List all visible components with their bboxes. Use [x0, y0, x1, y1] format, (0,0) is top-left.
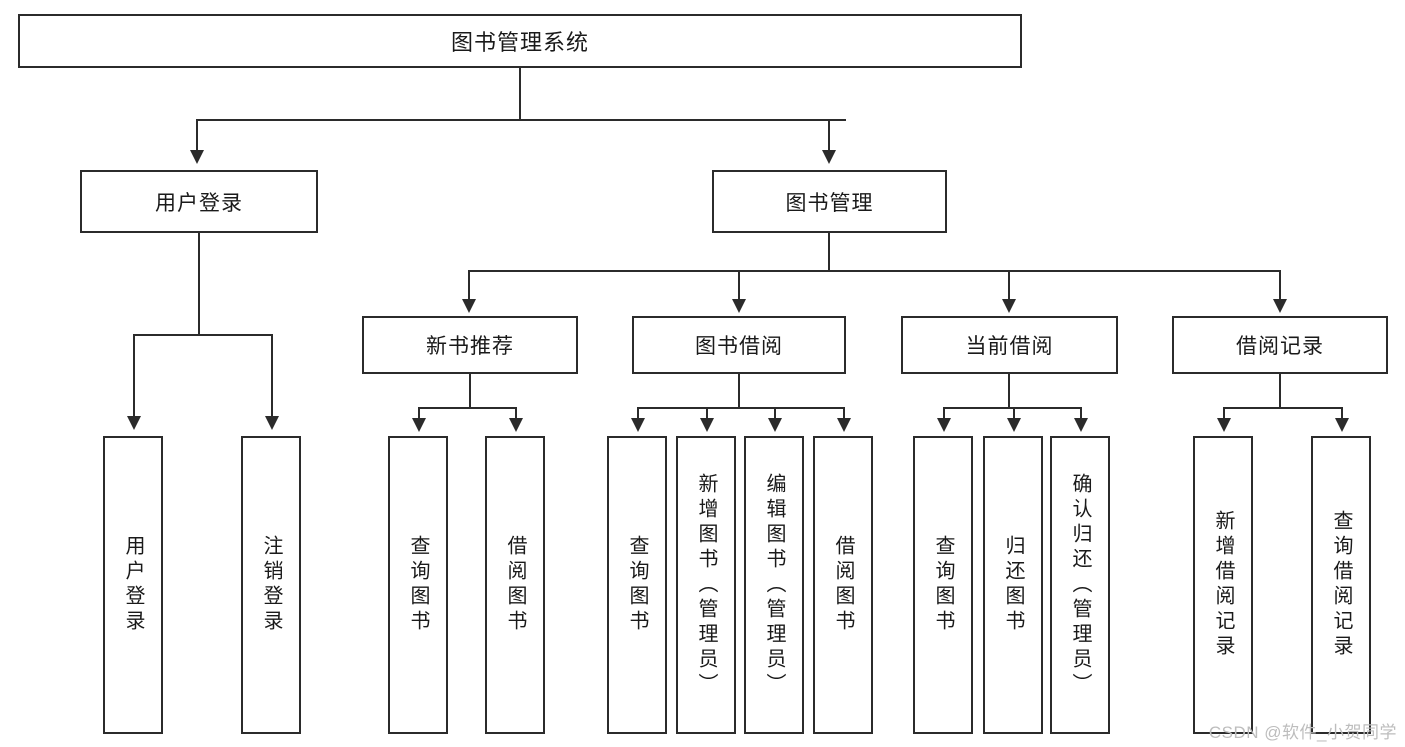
node-borrow-record[interactable]: 借阅记录: [1172, 316, 1388, 374]
leaf-query-borrow-record[interactable]: 查询借阅记录: [1311, 436, 1371, 734]
node-root-book-management-system[interactable]: 图书管理系统: [18, 14, 1022, 68]
node-current-borrow[interactable]: 当前借阅: [901, 316, 1118, 374]
arrow-book-manage-to-current-borrow-icon: [1002, 299, 1016, 313]
arrow-new-book-rec-to-leaf-2-icon: [509, 418, 523, 432]
leaf-confirm-return-admin[interactable]: 确认归还（管理员）: [1050, 436, 1110, 734]
connector-root-bar: [196, 119, 846, 121]
connector-book-borrow-stem: [738, 374, 740, 408]
connector-new-book-rec-to-leaf-2: [515, 407, 517, 421]
connector-user-login-to-leaf-2: [271, 334, 273, 419]
arrow-root-to-book-manage-icon: [822, 150, 836, 164]
node-new-book-recommend[interactable]: 新书推荐: [362, 316, 578, 374]
leaf-edit-book-admin[interactable]: 编辑图书（管理员）: [744, 436, 804, 734]
node-label: 用户登录: [155, 191, 243, 215]
node-label: 借阅图书: [832, 535, 854, 635]
arrow-book-borrow-to-leaf-2-icon: [700, 418, 714, 432]
node-label: 查询图书: [407, 535, 429, 635]
connector-borrow-record-stem: [1279, 374, 1281, 408]
leaf-query-book-current[interactable]: 查询图书: [913, 436, 973, 734]
arrow-borrow-record-to-leaf-2-icon: [1335, 418, 1349, 432]
connector-book-borrow-to-leaf-2: [706, 407, 708, 421]
arrow-book-borrow-to-leaf-3-icon: [768, 418, 782, 432]
leaf-query-book-borrow[interactable]: 查询图书: [607, 436, 667, 734]
node-user-login[interactable]: 用户登录: [80, 170, 318, 233]
leaf-query-book-recommend[interactable]: 查询图书: [388, 436, 448, 734]
leaf-user-logout[interactable]: 注销登录: [241, 436, 301, 734]
connector-book-manage-to-current-borrow: [1008, 270, 1010, 302]
arrow-book-borrow-to-leaf-4-icon: [837, 418, 851, 432]
arrow-current-borrow-to-leaf-3-icon: [1074, 418, 1088, 432]
node-label: 确认归还（管理员）: [1069, 472, 1091, 698]
arrow-book-manage-to-new-book-rec-icon: [462, 299, 476, 313]
leaf-return-book[interactable]: 归还图书: [983, 436, 1043, 734]
connector-new-book-rec-bar: [418, 407, 516, 409]
node-label: 用户登录: [122, 535, 144, 635]
node-label: 查询图书: [626, 535, 648, 635]
connector-root-to-book-manage: [828, 119, 830, 154]
connector-current-borrow-to-leaf-1: [943, 407, 945, 421]
connector-book-manage-to-book-borrow: [738, 270, 740, 302]
connector-borrow-record-to-leaf-1: [1223, 407, 1225, 421]
connector-new-book-rec-to-leaf-1: [418, 407, 420, 421]
connector-book-manage-stem: [828, 233, 830, 271]
node-book-management[interactable]: 图书管理: [712, 170, 947, 233]
connector-current-borrow-bar: [943, 407, 1081, 409]
connector-book-manage-to-new-book-rec: [468, 270, 470, 302]
connector-current-borrow-stem: [1008, 374, 1010, 408]
connector-current-borrow-to-leaf-3: [1080, 407, 1082, 421]
connector-book-borrow-to-leaf-1: [637, 407, 639, 421]
leaf-borrow-book[interactable]: 借阅图书: [813, 436, 873, 734]
leaf-borrow-book-recommend[interactable]: 借阅图书: [485, 436, 545, 734]
arrow-user-login-to-leaf-1-icon: [127, 416, 141, 430]
arrow-current-borrow-to-leaf-1-icon: [937, 418, 951, 432]
node-label: 借阅图书: [504, 535, 526, 635]
arrow-book-manage-to-borrow-record-icon: [1273, 299, 1287, 313]
connector-user-login-stem: [198, 233, 200, 335]
arrow-new-book-rec-to-leaf-1-icon: [412, 418, 426, 432]
leaf-add-book-admin[interactable]: 新增图书（管理员）: [676, 436, 736, 734]
connector-current-borrow-to-leaf-2: [1013, 407, 1015, 421]
connector-new-book-rec-stem: [469, 374, 471, 408]
connector-book-borrow-to-leaf-4: [843, 407, 845, 421]
node-label: 新书推荐: [426, 335, 514, 358]
node-label: 编辑图书（管理员）: [763, 472, 785, 698]
connector-book-manage-to-borrow-record: [1279, 270, 1281, 302]
arrow-current-borrow-to-leaf-2-icon: [1007, 418, 1021, 432]
arrow-root-to-user-login-icon: [190, 150, 204, 164]
node-label: 借阅记录: [1236, 335, 1324, 358]
node-label: 图书借阅: [695, 335, 783, 358]
node-label: 查询借阅记录: [1330, 510, 1352, 660]
connector-root-to-user-login: [196, 119, 198, 154]
connector-book-manage-bar: [468, 270, 1280, 272]
arrow-user-login-to-leaf-2-icon: [265, 416, 279, 430]
leaf-user-login[interactable]: 用户登录: [103, 436, 163, 734]
node-label: 新增借阅记录: [1212, 510, 1234, 660]
node-label: 图书管理系统: [450, 30, 589, 55]
node-label: 新增图书（管理员）: [695, 472, 717, 698]
arrow-borrow-record-to-leaf-1-icon: [1217, 418, 1231, 432]
node-label: 查询图书: [932, 535, 954, 635]
arrow-book-manage-to-book-borrow-icon: [732, 299, 746, 313]
connector-book-borrow-to-leaf-3: [774, 407, 776, 421]
connector-user-login-to-leaf-1: [133, 334, 135, 419]
node-label: 当前借阅: [965, 335, 1054, 358]
node-label: 归还图书: [1002, 535, 1024, 635]
leaf-add-borrow-record[interactable]: 新增借阅记录: [1193, 436, 1253, 734]
connector-root-stem: [519, 68, 521, 120]
connector-borrow-record-bar: [1223, 407, 1342, 409]
node-label: 注销登录: [260, 535, 282, 635]
node-label: 图书管理: [785, 191, 874, 215]
connector-borrow-record-to-leaf-2: [1341, 407, 1343, 421]
connector-user-login-bar: [133, 334, 272, 336]
arrow-book-borrow-to-leaf-1-icon: [631, 418, 645, 432]
watermark: CSDN @软件_小贺同学: [1208, 723, 1397, 742]
node-book-borrow[interactable]: 图书借阅: [632, 316, 846, 374]
connector-book-borrow-bar: [637, 407, 844, 409]
